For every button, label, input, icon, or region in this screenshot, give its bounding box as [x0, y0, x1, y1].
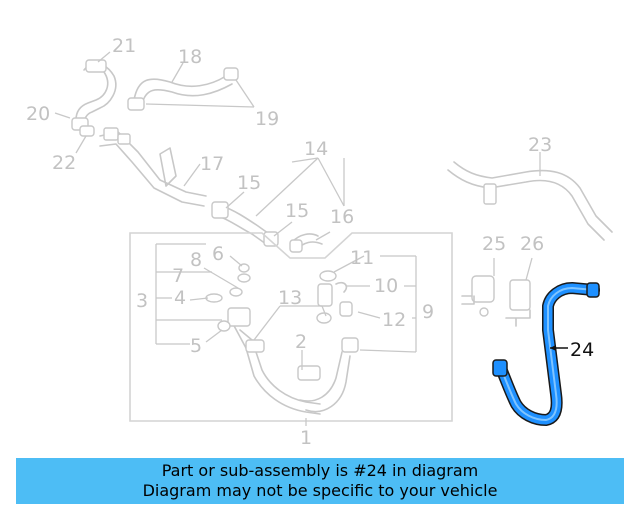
banner-line-disclaimer: Diagram may not be specific to your vehi…: [142, 481, 498, 500]
label-16: 16: [330, 206, 354, 228]
hose-parts-14-15-16: [211, 157, 345, 253]
label-19: 19: [255, 108, 279, 130]
label-7: 7: [172, 265, 184, 287]
label-11: 11: [350, 247, 374, 269]
assembly-frame: [129, 232, 453, 422]
label-15-lower: 15: [285, 200, 309, 222]
label-8: 8: [190, 249, 202, 271]
label-21: 21: [112, 35, 136, 57]
label-22: 22: [52, 152, 76, 174]
label-13: 13: [278, 287, 302, 309]
label-3: 3: [136, 290, 148, 312]
label-17: 17: [200, 153, 224, 175]
label-5: 5: [190, 335, 202, 357]
label-18: 18: [178, 46, 202, 68]
label-4: 4: [174, 287, 186, 309]
banner-line-part: Part or sub-assembly is #24 in diagram: [161, 461, 479, 480]
label-2: 2: [295, 331, 307, 353]
parts-diagram: 21 18 20 19 22 14 23 17 15 15 16 25 26 6…: [26, 35, 613, 449]
info-banner: Part or sub-assembly is #24 in diagram D…: [16, 458, 624, 504]
label-15-upper: 15: [237, 172, 261, 194]
label-9: 9: [422, 301, 434, 323]
label-20: 20: [26, 103, 50, 125]
label-10: 10: [374, 275, 398, 297]
label-1: 1: [300, 427, 312, 449]
pipe-part-17: [99, 127, 207, 207]
label-24: 24: [570, 339, 594, 361]
parts-25-26: [461, 257, 533, 327]
label-6: 6: [212, 243, 224, 265]
hose-part-23: [447, 152, 613, 241]
assembly-parts: [155, 243, 417, 426]
label-12: 12: [382, 309, 406, 331]
label-26: 26: [520, 233, 544, 255]
highlighted-hose-part-24[interactable]: [492, 282, 600, 426]
hose-part-20-group: [54, 51, 117, 154]
label-14: 14: [304, 138, 328, 160]
hose-part-18: [127, 62, 255, 111]
label-25: 25: [482, 233, 506, 255]
label-23: 23: [528, 134, 552, 156]
